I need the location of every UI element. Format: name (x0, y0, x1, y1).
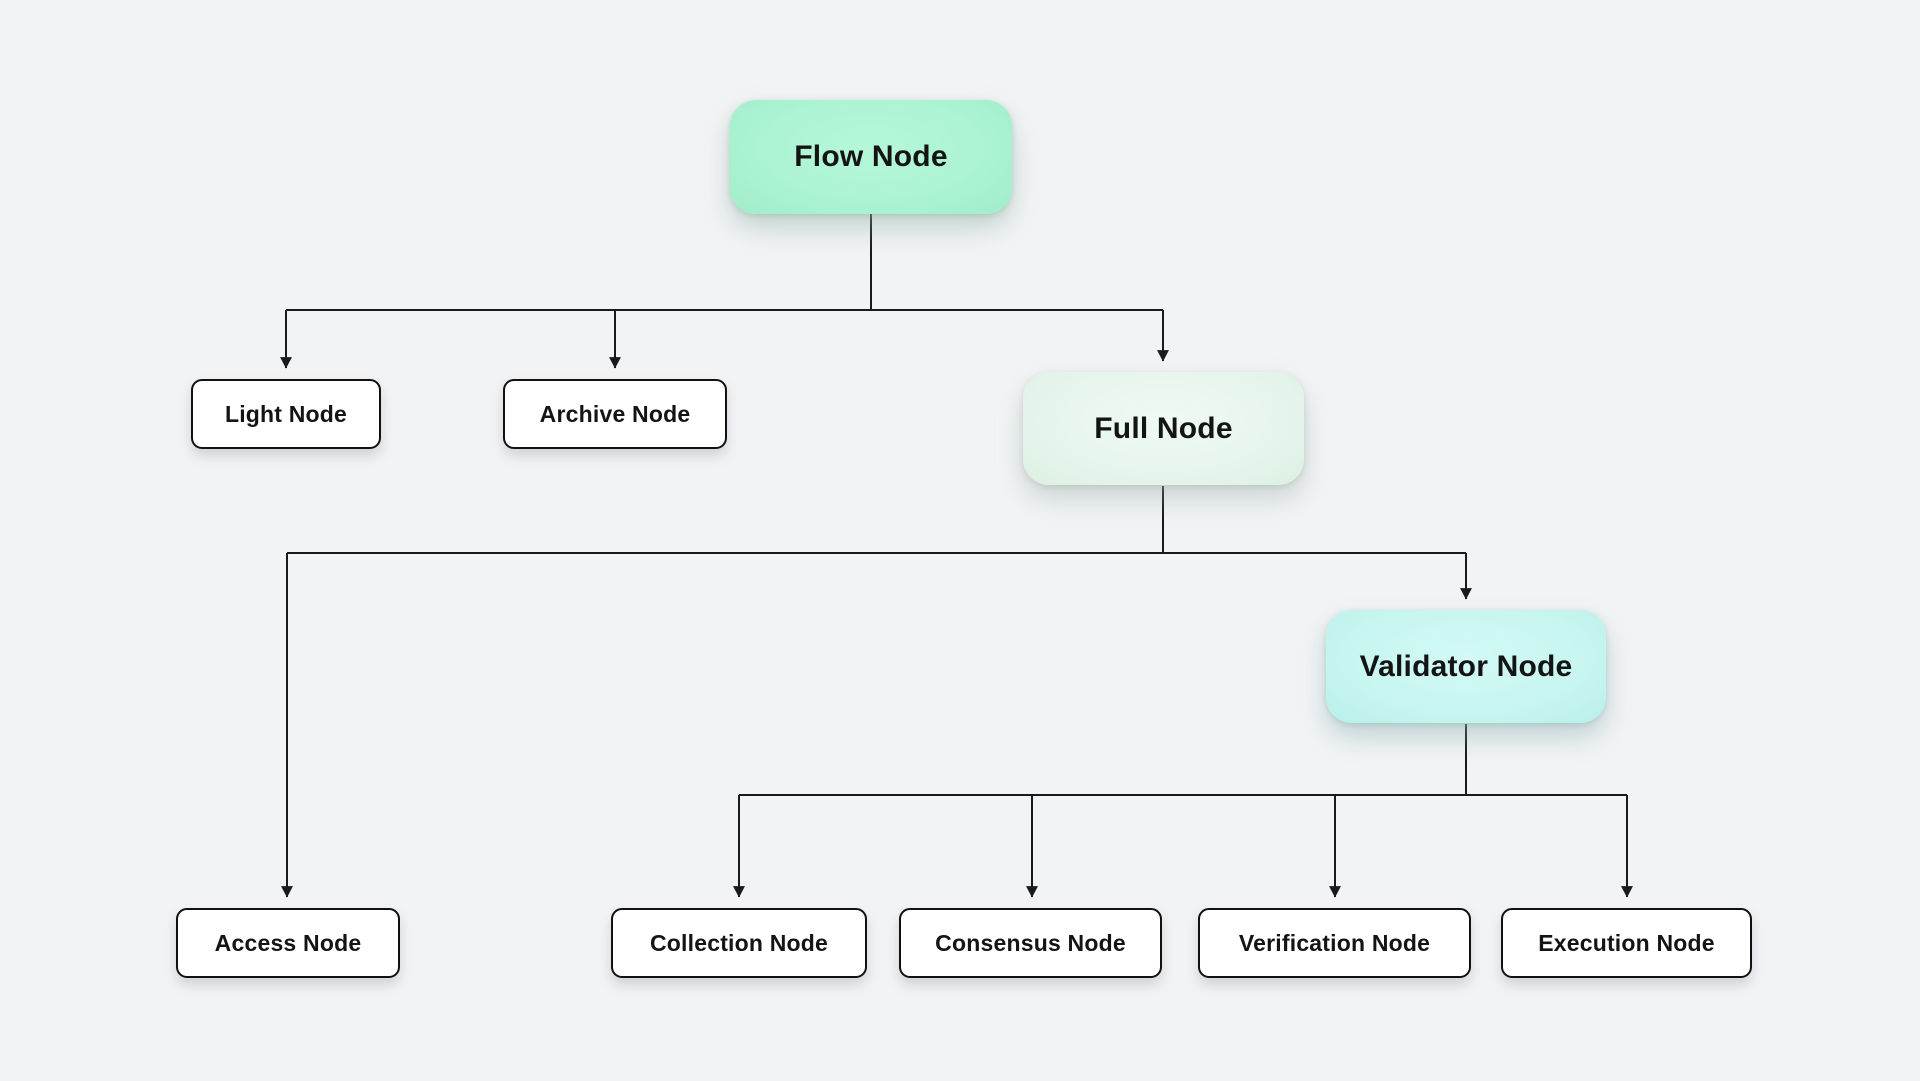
node-access-label: Access Node (214, 929, 362, 956)
node-collection[interactable]: Collection Node (611, 908, 867, 978)
node-archive-label: Archive Node (539, 400, 691, 427)
node-validator-label: Validator Node (1359, 649, 1573, 683)
edge-trunk-validator (739, 724, 1627, 796)
node-light[interactable]: Light Node (191, 379, 381, 449)
node-verification-label: Verification Node (1238, 929, 1431, 956)
node-light-label: Light Node (224, 400, 348, 427)
node-full[interactable]: Full Node (1023, 372, 1304, 485)
node-collection-label: Collection Node (649, 929, 829, 956)
edge-trunk-full (287, 486, 1466, 554)
node-flow[interactable]: Flow Node (730, 100, 1012, 214)
edge-trunk-flow (286, 214, 1163, 311)
node-execution[interactable]: Execution Node (1501, 908, 1752, 978)
node-consensus[interactable]: Consensus Node (899, 908, 1162, 978)
node-verification[interactable]: Verification Node (1198, 908, 1471, 978)
node-flow-label: Flow Node (794, 140, 948, 173)
node-access[interactable]: Access Node (176, 908, 400, 978)
node-full-label: Full Node (1094, 411, 1233, 445)
node-execution-label: Execution Node (1538, 929, 1715, 956)
node-consensus-label: Consensus Node (935, 929, 1126, 956)
node-archive[interactable]: Archive Node (503, 379, 727, 449)
node-validator[interactable]: Validator Node (1326, 610, 1606, 723)
